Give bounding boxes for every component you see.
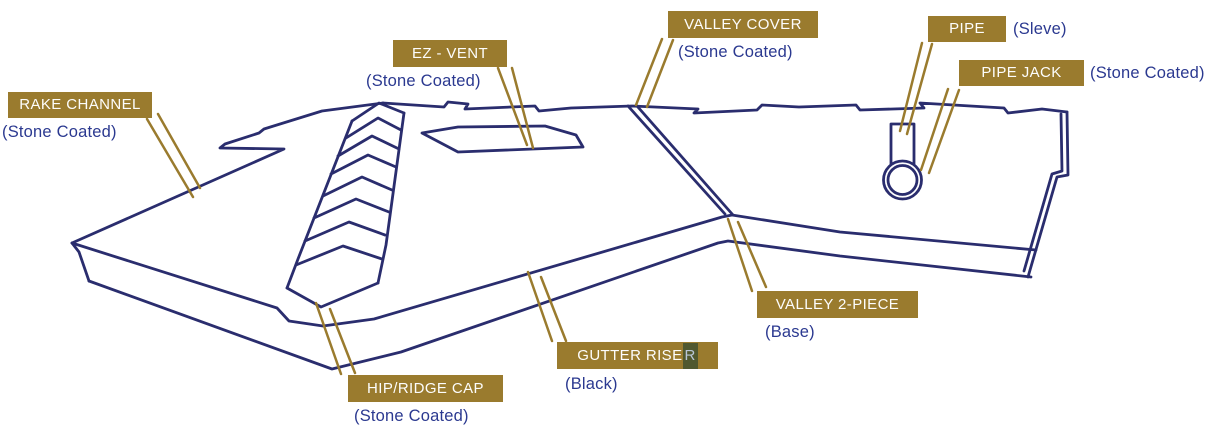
rake-channel-leader bbox=[145, 112, 202, 199]
rake-channel-label: RAKE CHANNEL bbox=[8, 92, 152, 118]
rake-channel-sublabel: (Stone Coated) bbox=[2, 123, 117, 141]
valley-2-piece-label: VALLEY 2-PIECE bbox=[757, 291, 918, 318]
valley-drawing bbox=[626, 104, 735, 217]
valley-2-piece-sublabel: (Base) bbox=[765, 323, 815, 341]
ez-vent-sublabel: (Stone Coated) bbox=[366, 72, 481, 90]
ez-vent-leader bbox=[496, 66, 535, 150]
gutter-riser-leader bbox=[526, 270, 568, 343]
pipe-jack-drawing bbox=[882, 122, 923, 201]
pipe-sublabel: (Sleve) bbox=[1013, 20, 1067, 38]
pipe-leader bbox=[898, 41, 934, 136]
pipe-jack-sublabel: (Stone Coated) bbox=[1090, 64, 1205, 82]
valley-cover-leader bbox=[634, 37, 675, 109]
gable-inner-edge bbox=[1022, 112, 1064, 273]
hip-ridge-cap-leader bbox=[314, 301, 357, 376]
pipe-jack-label: PIPE JACK bbox=[959, 60, 1084, 86]
eave-edge bbox=[70, 213, 1038, 328]
fascia-bottom-edge bbox=[87, 239, 1033, 371]
pipe-label: PIPE bbox=[928, 16, 1006, 42]
pipe-jack-leader bbox=[919, 87, 961, 175]
gutter-riser-label-text: GUTTER RISE bbox=[577, 346, 683, 364]
rake-edge bbox=[70, 101, 385, 245]
valley-2-piece-leader bbox=[726, 217, 768, 293]
valley-cover-label: VALLEY COVER bbox=[668, 11, 818, 38]
hip-ridge-cap-drawing bbox=[285, 101, 406, 309]
valley-cover-sublabel: (Stone Coated) bbox=[678, 43, 793, 61]
hip-ridge-cap-label: HIP/RIDGE CAP bbox=[348, 375, 503, 402]
gable-edge bbox=[1026, 110, 1070, 279]
ez-vent-label: EZ - VENT bbox=[393, 40, 507, 67]
gutter-riser-sublabel: (Black) bbox=[565, 375, 618, 393]
ez-vent-drawing bbox=[420, 124, 585, 154]
hip-ridge-cap-sublabel: (Stone Coated) bbox=[354, 407, 469, 425]
gutter-riser-highlighted-letter: R bbox=[682, 342, 698, 369]
fascia-left-edge bbox=[70, 241, 91, 283]
ridge-line bbox=[381, 100, 1069, 115]
